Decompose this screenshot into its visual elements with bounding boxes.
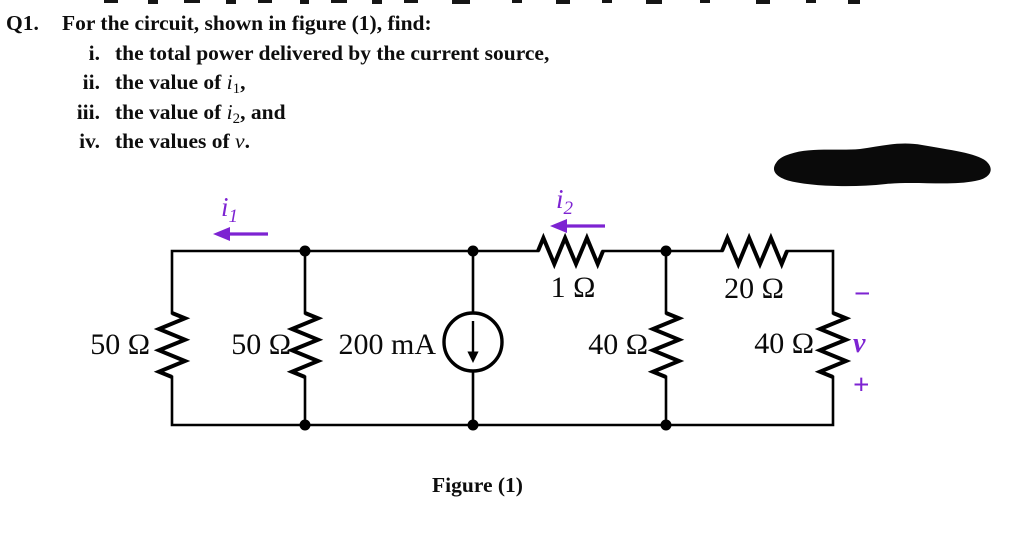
node-dot <box>660 245 672 257</box>
i2-arrow-head <box>550 219 567 233</box>
label-i1: i1 <box>221 192 238 227</box>
question-item-iv: iv. the values of v. <box>0 129 1024 155</box>
question-number: Q1. <box>6 11 39 35</box>
current-source <box>442 311 504 373</box>
resistor-40ohm-right <box>814 311 852 379</box>
item-numeral: iii. <box>76 100 100 124</box>
item-text: the total power delivered by the current… <box>115 41 549 65</box>
i2-arrow <box>550 219 605 233</box>
label-v-minus: − <box>854 278 871 310</box>
item-subscript: 1 <box>232 81 241 97</box>
item-text: the value of i2, and <box>115 100 286 127</box>
current-source-arrow-head <box>467 351 479 363</box>
resistor-40ohm-mid <box>647 311 685 379</box>
node-dot <box>299 245 311 257</box>
label-current-source: 200 mA <box>339 328 437 361</box>
question-item-ii: ii. the value of i1, <box>0 70 1024 97</box>
label-v-plus: + <box>853 369 870 401</box>
i1-subscript: 1 <box>229 206 239 227</box>
i1-arrow <box>213 227 268 241</box>
item-text: the value of i1, <box>115 70 246 97</box>
label-i2: i2 <box>556 184 574 219</box>
item-numeral: iv. <box>79 129 100 153</box>
item-variable: i <box>226 70 233 94</box>
item-variable: v <box>235 129 245 153</box>
item-variable: i <box>226 100 233 124</box>
item-numeral: i. <box>88 41 100 65</box>
cropped-line-artifacts <box>104 0 860 4</box>
label-v: v <box>853 328 866 359</box>
node-dot <box>299 419 311 431</box>
i1-arrow-head <box>213 227 230 241</box>
item-suffix: , and <box>240 100 286 124</box>
figure-caption: Figure (1) <box>432 473 523 497</box>
item-prefix: the total power delivered by the current… <box>115 41 550 65</box>
connection-nodes <box>299 245 672 431</box>
label-resistor-40-mid: 40 Ω <box>588 328 648 361</box>
node-dot <box>660 419 672 431</box>
label-resistor-40-right: 40 Ω <box>754 327 814 360</box>
item-numeral: ii. <box>82 70 100 94</box>
i2-variable: i <box>556 184 564 214</box>
question-header: Q1. For the circuit, shown in figure (1)… <box>0 11 1024 37</box>
redaction-blob <box>773 143 991 187</box>
label-resistor-20: 20 Ω <box>724 272 784 305</box>
resistor-1ohm <box>536 232 605 270</box>
item-text: the values of v. <box>115 129 250 153</box>
resistor-50ohm-left <box>153 311 191 379</box>
resistor-50ohm-mid <box>286 311 324 379</box>
item-suffix: , <box>240 70 246 94</box>
i1-variable: i <box>221 192 229 222</box>
question-item-iii: iii. the value of i2, and <box>0 100 1024 127</box>
item-subscript: 2 <box>232 111 241 127</box>
label-resistor-50-mid: 50 Ω <box>231 328 291 361</box>
label-resistor-50-left: 50 Ω <box>90 328 150 361</box>
question-intro: For the circuit, shown in figure (1), fi… <box>62 11 432 35</box>
question-item-i: i. the total power delivered by the curr… <box>0 41 1024 67</box>
resistor-20ohm <box>720 232 789 270</box>
item-prefix: the values of <box>115 129 236 153</box>
node-dot <box>467 245 479 257</box>
item-prefix: the value of <box>115 100 227 124</box>
node-dot <box>467 419 479 431</box>
item-prefix: the value of <box>115 70 227 94</box>
item-suffix: . <box>244 129 250 153</box>
i2-subscript: 2 <box>564 198 574 219</box>
label-resistor-1: 1 Ω <box>551 271 596 304</box>
